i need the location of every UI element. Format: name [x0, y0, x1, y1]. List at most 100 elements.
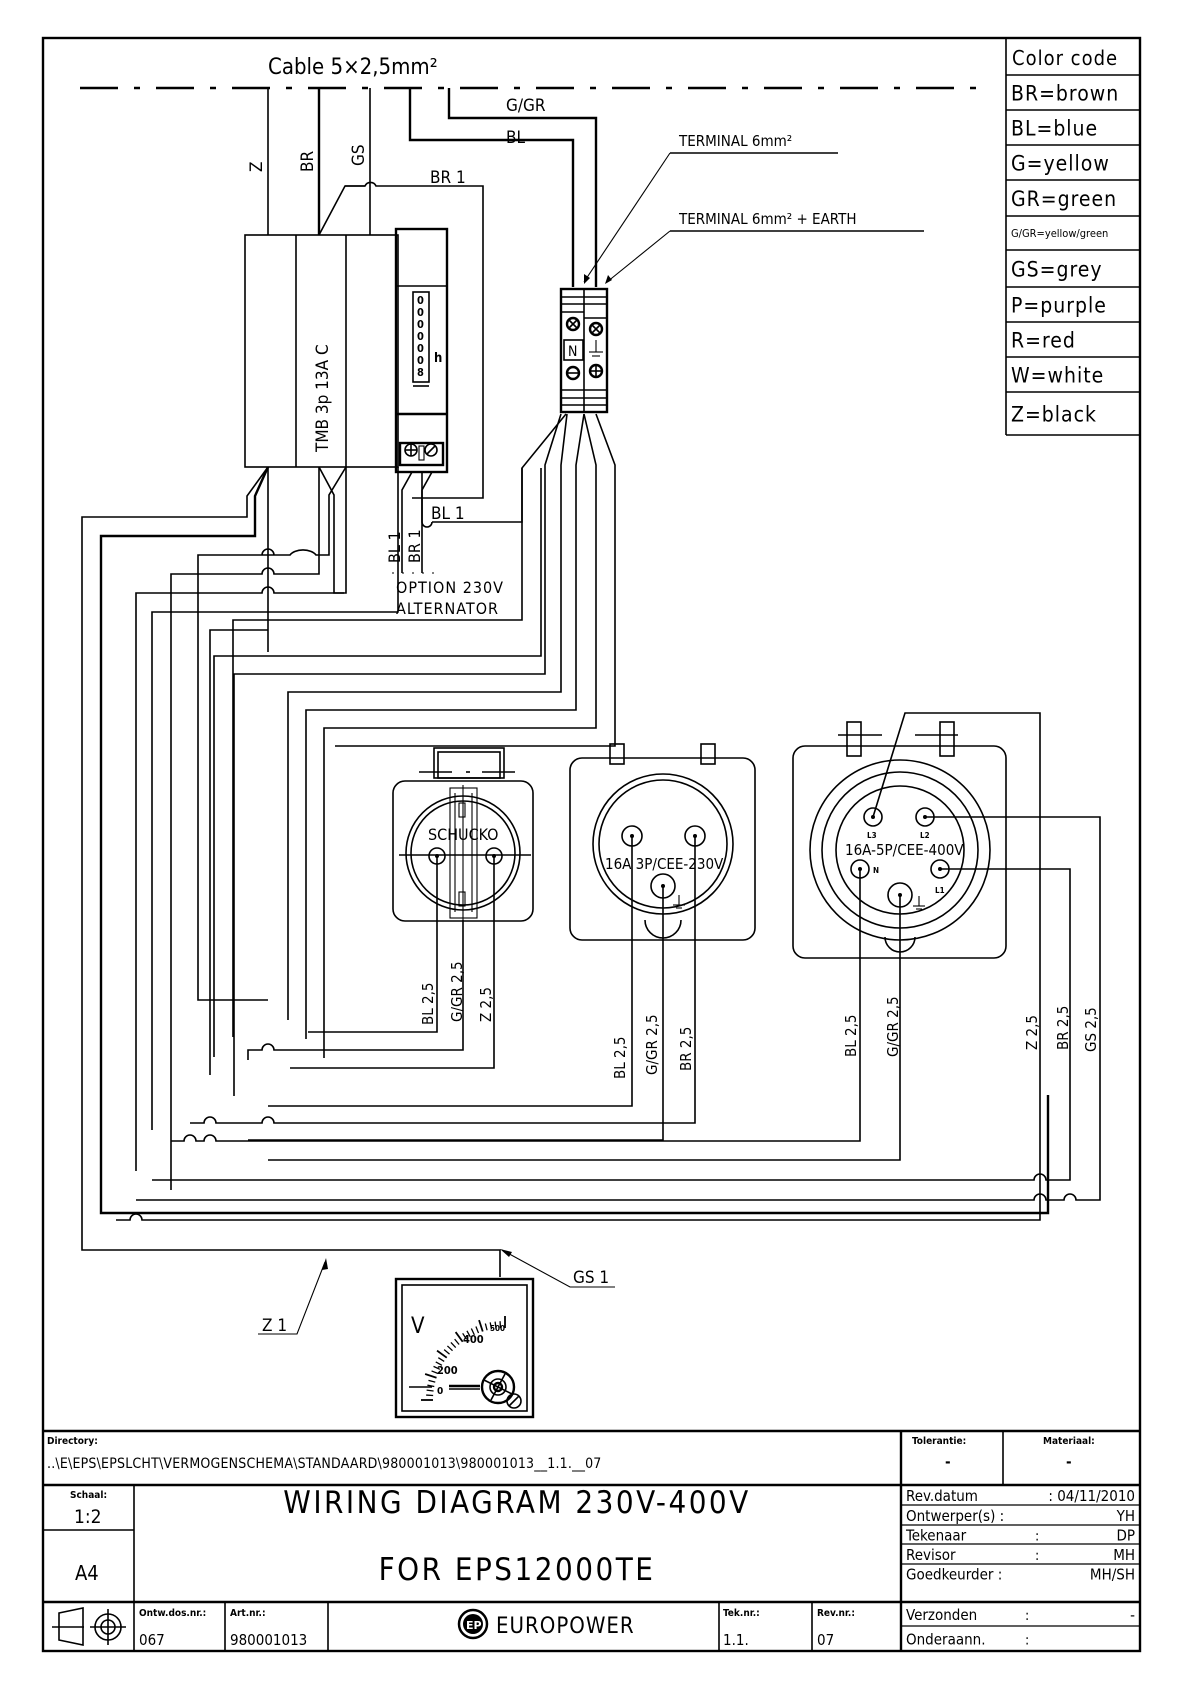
svg-text::: : — [1035, 1529, 1039, 1545]
voltmeter-tick — [462, 1332, 467, 1340]
earth-icon — [589, 340, 603, 357]
color-code-entry: GR=green — [1011, 187, 1117, 211]
voltmeter-tick — [433, 1365, 441, 1370]
hour-meter-digit: 0 — [417, 294, 424, 307]
drawing-title-line2: FOR EPS12000TE — [379, 1552, 656, 1588]
wire — [135, 467, 347, 1171]
svg-text::: : — [1025, 1608, 1029, 1624]
tek-value: 1.1. — [723, 1631, 749, 1649]
cee400-wire-bl: BL 2,5 — [842, 1014, 860, 1057]
voltmeter-tick — [470, 1328, 475, 1336]
tolerantie-value: - — [945, 1453, 951, 1471]
info-value: MH — [1113, 1546, 1135, 1564]
wire — [99, 466, 1050, 1215]
pin-label-l1: L1 — [935, 886, 945, 895]
socket-wire-labels: BL 2,5 G/GR 2,5 Z 2,5 BL 2,5 G/GR 2,5 BR… — [419, 961, 1100, 1079]
alt-bl1-label: BL 1 — [431, 504, 465, 524]
schucko-label: SCHUCKO — [428, 825, 499, 844]
info-value: MH/SH — [1090, 1566, 1135, 1584]
materiaal-value: - — [1066, 1453, 1072, 1471]
voltmeter-tick — [431, 1370, 439, 1375]
pin-label-n: N — [873, 866, 879, 875]
projection-symbol-icon — [52, 1607, 126, 1646]
wire — [323, 413, 597, 1058]
voltmeter-scale-200: 200 — [437, 1364, 458, 1377]
hour-meter-digit: 8 — [417, 366, 424, 379]
cee230-wire-bl: BL 2,5 — [611, 1036, 629, 1079]
voltmeter-scale-400: 400 — [463, 1333, 484, 1346]
terminal-block: N — [559, 287, 609, 414]
info-key: Goedkeurder : — [906, 1566, 1002, 1584]
color-code-entry: W=white — [1011, 364, 1104, 388]
voltmeter: V 0 200 400 500 — [394, 1277, 535, 1419]
hour-meter-unit: h — [434, 351, 442, 366]
voltmeter-tick — [494, 1321, 497, 1329]
cee230-wire-gg: G/GR 2,5 — [643, 1014, 661, 1075]
hour-meter-digit: 0 — [417, 306, 424, 319]
cee400-wire-gs: GS 2,5 — [1082, 1007, 1100, 1052]
voltmeter-tick — [437, 1357, 445, 1362]
terminal-label: TERMINAL 6mm² — [678, 132, 792, 150]
schucko-wire-gg: G/GR 2,5 — [448, 961, 466, 1022]
svg-text:EP: EP — [466, 1619, 482, 1632]
color-code-entry: BR=brown — [1011, 82, 1119, 106]
cee400-wire-br: BR 2,5 — [1054, 1006, 1072, 1050]
cee400-wire-z: Z 2,5 — [1023, 1015, 1041, 1050]
drawing-title-line1: WIRING DIAGRAM 230V-400V — [283, 1485, 751, 1521]
cee-400v-socket: 16A-5P/CEE-400V L3 L2 N L1 — [792, 721, 1007, 959]
wire — [233, 413, 562, 1096]
voltmeter-tick — [454, 1331, 464, 1343]
earth-icon — [673, 895, 685, 909]
art-label: Art.nr.: — [230, 1608, 266, 1619]
wire-label-br: BR — [298, 151, 318, 172]
wire — [335, 413, 616, 747]
directory-path: ..\E\EPS\EPSLCHT\VERMOGENSCHEMA\STANDAAR… — [47, 1456, 602, 1472]
voltmeter-leaders — [258, 1249, 615, 1335]
wire — [170, 467, 320, 1190]
wire — [268, 895, 901, 1161]
schucko-socket: SCHUCKO — [392, 747, 534, 922]
terminal-n-mark: N — [568, 344, 577, 360]
cee230-wire-br: BR 2,5 — [677, 1027, 695, 1071]
voltmeter-tick — [478, 1319, 484, 1332]
tek-label: Tek.nr.: — [723, 1608, 760, 1619]
wire — [268, 836, 633, 1107]
ontw-value: 067 — [139, 1631, 165, 1649]
cee-400v-label: 16A-5P/CEE-400V — [845, 841, 964, 859]
voltmeter-tick — [475, 1326, 480, 1334]
voltmeter-tick — [484, 1323, 488, 1331]
info-key: Ontwerper(s) : — [906, 1507, 1004, 1525]
alt-br1-vertical: BR 1 — [405, 529, 424, 563]
voltmeter-tick — [426, 1389, 434, 1392]
wire — [232, 468, 523, 1037]
ontw-label: Ontw.dos.nr.: — [139, 1608, 206, 1619]
circuit-breaker: TMB 3p 13A C — [244, 234, 399, 468]
wire-label-gs: GS — [349, 144, 369, 166]
info-value: YH — [1116, 1507, 1135, 1525]
terminal-screw-icon — [424, 443, 438, 457]
wire — [81, 466, 501, 1277]
svg-text::: : — [1025, 1633, 1029, 1649]
wire — [190, 836, 696, 1124]
schucko-wire-bl: BL 2,5 — [419, 982, 437, 1025]
color-code-entry: P=purple — [1011, 294, 1107, 318]
info-key: Onderaann. — [906, 1631, 986, 1649]
voltmeter-tick — [450, 1341, 457, 1348]
alt-bl1-vertical: BL 1 — [385, 531, 404, 563]
voltmeter-tick — [428, 1379, 436, 1383]
pin-label-l2: L2 — [920, 831, 930, 840]
wire-label-z: Z — [247, 162, 267, 172]
tolerantie-label: Tolerantie: — [912, 1436, 966, 1447]
drawing-frame — [41, 36, 1142, 1653]
wire — [209, 629, 268, 1075]
voltmeter-scale-500: 500 — [490, 1324, 505, 1333]
pin-label-l3: L3 — [867, 831, 877, 840]
adjust-knob-icon — [480, 1369, 516, 1405]
info-key: Verzonden — [906, 1606, 977, 1624]
wire — [213, 468, 542, 1057]
wire — [136, 816, 1101, 1201]
color-code-entry: G=yellow — [1011, 152, 1110, 176]
schaal-label: Schaal: — [70, 1490, 107, 1501]
